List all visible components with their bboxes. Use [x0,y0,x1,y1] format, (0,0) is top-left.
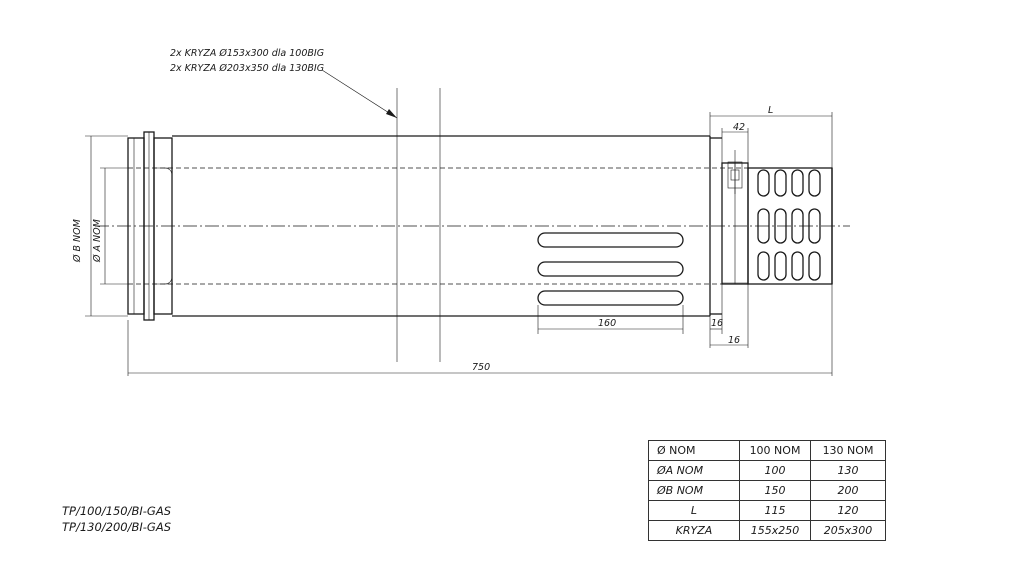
slot-length-label: 160 [598,318,616,329]
dimension-diameter-b [85,135,128,317]
spec-cell: ØB NOM [648,480,740,501]
dimension-outer-offset [710,284,749,348]
dimension-diameter-a [100,167,128,285]
dimension-slot-length [537,305,684,334]
product-codes: TP/100/150/BI-GAS TP/130/200/BI-GAS [62,503,171,535]
spec-header-130: 130 NOM [810,440,886,461]
product-code-2: TP/130/200/BI-GAS [62,520,171,534]
spec-cell: KRYZA [648,520,740,541]
end-length-label: L [768,105,773,116]
dimension-collar [721,128,749,163]
diameter-b-label: Ø B NOM [72,219,83,263]
diameter-a-label: Ø A NOM [92,219,103,263]
spec-cell: 100 [739,460,811,481]
spigot-slots [757,169,821,281]
dimension-overall-length [127,284,833,376]
spec-header-param: Ø NOM [648,440,740,461]
spec-cell: ØA NOM [648,460,740,481]
inner-pipe [128,167,832,285]
table-row: KRYZA 155x250 205x300 [648,520,886,541]
spec-cell: 130 [810,460,886,481]
spec-cell: 155x250 [739,520,811,541]
spec-cell: 205x300 [810,520,886,541]
break-lines [396,88,441,362]
inner-offset-label: 16 [711,318,723,329]
spec-cell: L [648,500,740,521]
callout-line-1: 2x KRYZA Ø153x300 dla 100BIG [170,48,324,59]
spec-cell: 115 [739,500,811,521]
outer-offset-label: 16 [728,335,740,346]
collar-label: 42 [733,122,745,133]
product-code-1: TP/100/150/BI-GAS [62,504,171,518]
outer-pipe [172,135,711,317]
spec-cell: 150 [739,480,811,501]
spec-cell: 120 [810,500,886,521]
callout-leader [321,69,398,119]
dimension-inner-offset [709,284,723,348]
spec-table: Ø NOM 100 NOM 130 NOM ØA NOM 100 130 ØB … [648,440,886,541]
clamp-bolt-icon [727,150,743,194]
spec-table-header: Ø NOM 100 NOM 130 NOM [648,440,886,461]
table-row: L 115 120 [648,500,886,521]
body-slots [537,232,684,306]
spec-header-100: 100 NOM [739,440,811,461]
overall-length-label: 750 [472,362,490,373]
spec-cell: 200 [810,480,886,501]
dimension-end-length [709,112,833,168]
table-row: ØB NOM 150 200 [648,480,886,501]
table-row: ØA NOM 100 130 [648,460,886,481]
callout-line-2: 2x KRYZA Ø203x350 dla 130BIG [170,63,324,74]
